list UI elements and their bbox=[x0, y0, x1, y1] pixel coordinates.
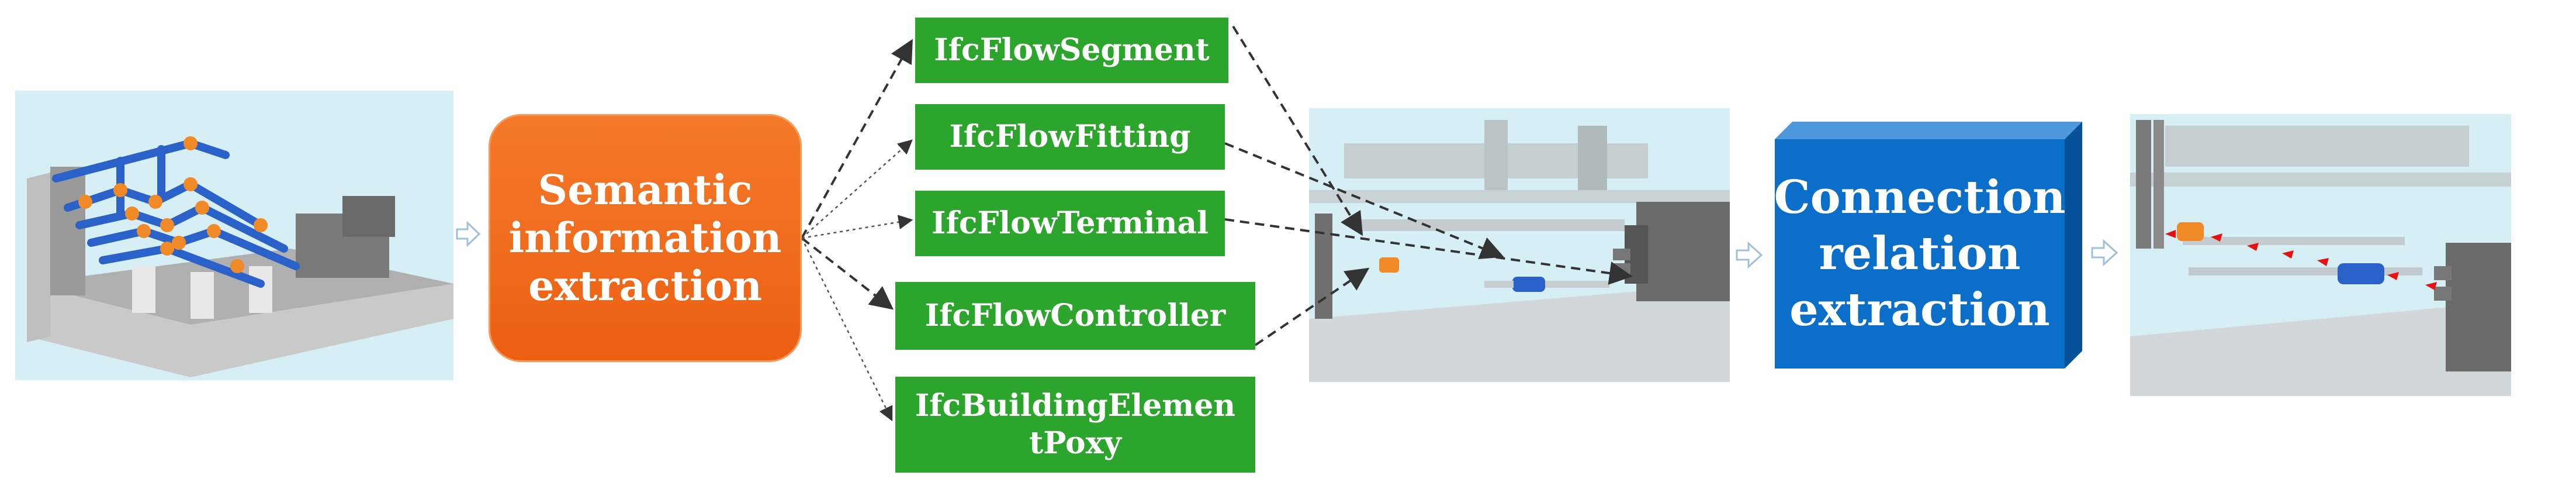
connection-box-side-face bbox=[2065, 122, 2082, 369]
connection-extraction-box: Connection relation extraction bbox=[1774, 139, 2066, 369]
ifc-class-label: IfcFlowFitting bbox=[949, 119, 1191, 154]
ifc-class-flow-terminal: IfcFlowTerminal bbox=[915, 191, 1225, 256]
hollow-arrow-3 bbox=[2091, 239, 2118, 267]
semantic-extraction-label: Semantic information extraction bbox=[508, 166, 782, 310]
ifc-class-flow-fitting: IfcFlowFitting bbox=[915, 104, 1225, 170]
hollow-arrow-1 bbox=[456, 221, 481, 247]
dashed-arrow-to-controller bbox=[801, 237, 894, 310]
semantic-extraction-box: Semantic information extraction bbox=[489, 114, 802, 362]
ifc-class-flow-segment: IfcFlowSegment bbox=[915, 18, 1228, 83]
dotted-arrow-to-proxy bbox=[801, 237, 893, 422]
ifc-class-flow-controller: IfcFlowController bbox=[895, 282, 1255, 350]
dashed-arrow-fitting-to-image bbox=[1224, 142, 1504, 259]
hollow-arrow-2 bbox=[1736, 241, 1763, 269]
dotted-arrow-to-fitting bbox=[801, 139, 913, 239]
dashed-arrow-segment-to-image bbox=[1232, 25, 1363, 236]
ifc-class-label: IfcBuildingElemen tPoxy bbox=[915, 388, 1236, 461]
connection-box-top-face bbox=[1775, 122, 2082, 139]
ifc-class-building-element-proxy: IfcBuildingElemen tPoxy bbox=[895, 377, 1255, 473]
ifc-class-label: IfcFlowSegment bbox=[934, 32, 1210, 68]
connection-result-image bbox=[2130, 114, 2511, 396]
connection-extraction-label: Connection relation extraction bbox=[1774, 171, 2066, 336]
dashed-arrow-to-segment bbox=[801, 39, 913, 239]
pipe-component-image bbox=[1309, 108, 1730, 382]
ifc-class-label: IfcFlowTerminal bbox=[932, 205, 1209, 241]
ifc-class-label: IfcFlowController bbox=[925, 298, 1226, 333]
dashed-arrow-terminal-to-image bbox=[1224, 218, 1633, 285]
dotted-arrow-to-terminal bbox=[801, 215, 913, 239]
bim-model-image bbox=[15, 91, 453, 380]
dashed-arrow-controller-to-image bbox=[1254, 267, 1370, 346]
